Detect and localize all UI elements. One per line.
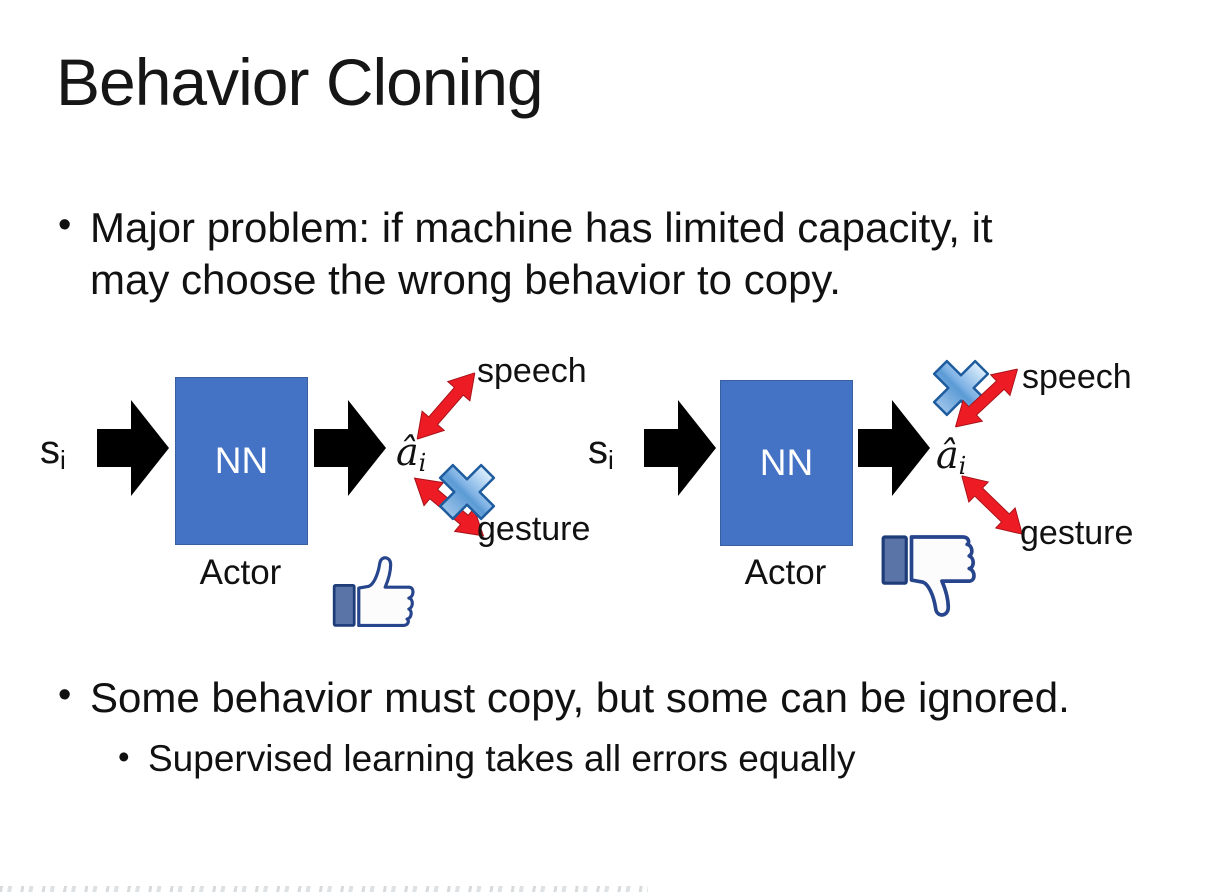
- bullet-1-text-line-2: may choose the wrong behavior to copy.: [90, 256, 841, 303]
- right-nn-box-text: NN: [759, 442, 814, 483]
- right-nn-box: NN: [720, 380, 853, 546]
- black-block-arrow-icon: [858, 400, 930, 496]
- left-nn-box: NN: [175, 377, 308, 545]
- bullet-2-text: Some behavior must copy, but some can be…: [90, 674, 1070, 721]
- black-block-arrow-icon: [97, 400, 169, 496]
- left-input-base: s: [40, 428, 60, 472]
- left-output-base: â: [396, 430, 419, 474]
- bullet-3-text: Supervised learning takes all errors equ…: [148, 738, 856, 779]
- bullet-marker: •: [118, 738, 130, 775]
- bullet-3: • Supervised learning takes all errors eq…: [118, 738, 855, 780]
- bullet-1-text-line-1: Major problem: if machine has limited ca…: [90, 204, 993, 251]
- left-speech-label: speech: [477, 352, 587, 390]
- red-double-arrow-icon: [954, 368, 1019, 428]
- right-input-sub: i: [608, 445, 614, 475]
- clipped-text-fragment: [0, 886, 648, 892]
- red-double-arrow-icon: [416, 372, 476, 440]
- left-output-label: âi: [396, 430, 426, 477]
- right-actor-label: Actor: [744, 553, 827, 592]
- black-block-arrow-icon: [644, 400, 716, 496]
- slide-title: Behavior Cloning: [56, 45, 544, 119]
- left-gesture-label: gesture: [477, 510, 591, 548]
- right-speech-label: speech: [1022, 358, 1132, 396]
- left-actor-label: Actor: [199, 553, 282, 592]
- red-double-arrow-icon: [961, 475, 1023, 535]
- right-output-label: âi: [936, 433, 966, 480]
- right-input-label: si: [588, 428, 614, 476]
- left-output-sub: i: [418, 449, 427, 477]
- right-gesture-label: gesture: [1020, 514, 1134, 552]
- bullet-1-line-2: may choose the wrong behavior to copy.: [90, 256, 841, 304]
- bullet-2: • Some behavior must copy, but some can b…: [58, 674, 1070, 722]
- bullet-marker: •: [58, 674, 72, 716]
- left-input-sub: i: [60, 445, 66, 475]
- right-input-base: s: [588, 428, 608, 472]
- bullet-1-line-1: • Major problem: if machine has limited c…: [58, 204, 993, 252]
- blue-x-reject-icon: [438, 463, 496, 521]
- right-output-base: â: [936, 433, 959, 477]
- left-nn-box-text: NN: [214, 440, 269, 481]
- thumbs-up-icon: [332, 556, 415, 628]
- right-output-sub: i: [958, 452, 967, 480]
- thumbs-down-icon: [881, 535, 976, 617]
- black-block-arrow-icon: [314, 400, 386, 496]
- bullet-marker: •: [58, 204, 72, 246]
- left-input-label: si: [40, 428, 66, 476]
